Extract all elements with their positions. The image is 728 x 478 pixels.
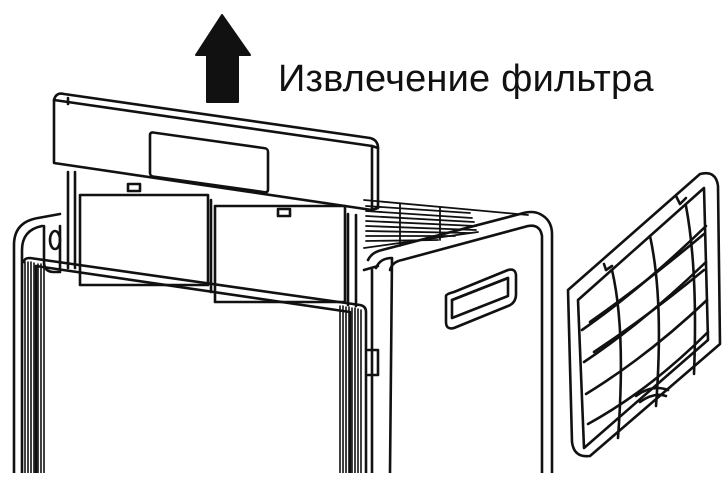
filter-handle	[52, 92, 380, 212]
arrow-up-icon	[195, 14, 251, 103]
filter-cartridge	[66, 170, 358, 308]
front-door-panel	[22, 256, 368, 475]
top-grille	[363, 199, 529, 249]
left-hinge	[42, 224, 62, 274]
door-right-fins	[339, 305, 362, 474]
door-left-fins	[21, 261, 45, 474]
unit-right-body	[362, 210, 554, 475]
instruction-caption: Извлечение фильтра	[278, 58, 654, 100]
side-carry-handle	[444, 268, 518, 330]
filter-frame	[566, 171, 722, 458]
unit-left-wall	[12, 212, 62, 475]
